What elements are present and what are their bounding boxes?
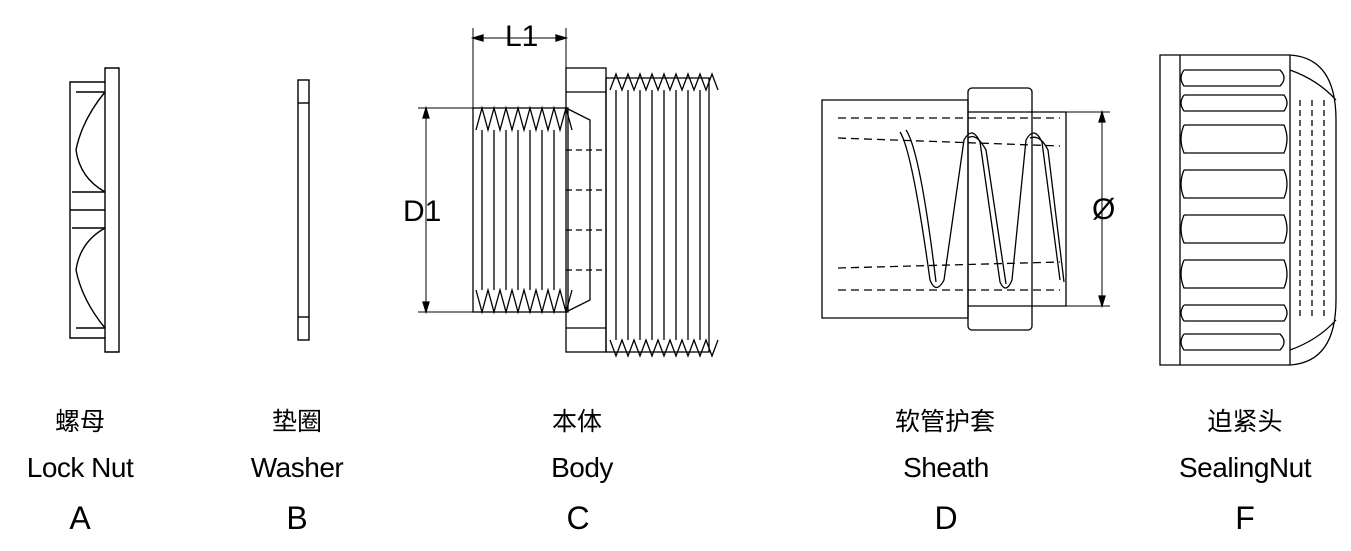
sealing-nut-letter: F <box>1235 500 1255 536</box>
body-letter: C <box>566 500 590 536</box>
dimension-l1: L1 <box>505 20 539 53</box>
sheath-cn-label: 软管护套 <box>894 407 995 436</box>
lock-nut-en-label: Lock Nut <box>26 452 134 483</box>
lock-nut-drawing <box>69 67 120 353</box>
body-en-label: Body <box>551 452 613 483</box>
sheath-drawing <box>821 87 1110 331</box>
washer-letter: B <box>286 500 308 536</box>
dimension-d1: D1 <box>403 195 442 228</box>
body-cn-label: 本体 <box>551 407 602 436</box>
dimension-diameter: Ø <box>1092 193 1116 226</box>
lock-nut-cn-label: 螺母 <box>54 407 105 436</box>
washer-cn-label: 垫圈 <box>271 407 322 436</box>
lock-nut-letter: A <box>69 500 91 536</box>
sheath-en-label: Sheath <box>903 452 989 483</box>
washer-en-label: Washer <box>250 452 344 483</box>
body-drawing <box>418 28 719 358</box>
sealing-nut-cn-label: 迫紧头 <box>1207 407 1283 436</box>
sheath-letter: D <box>934 500 958 536</box>
sealing-nut-en-label: SealingNut <box>1179 452 1311 483</box>
sealing-nut-drawing <box>1159 54 1337 366</box>
washer-drawing <box>297 79 310 341</box>
